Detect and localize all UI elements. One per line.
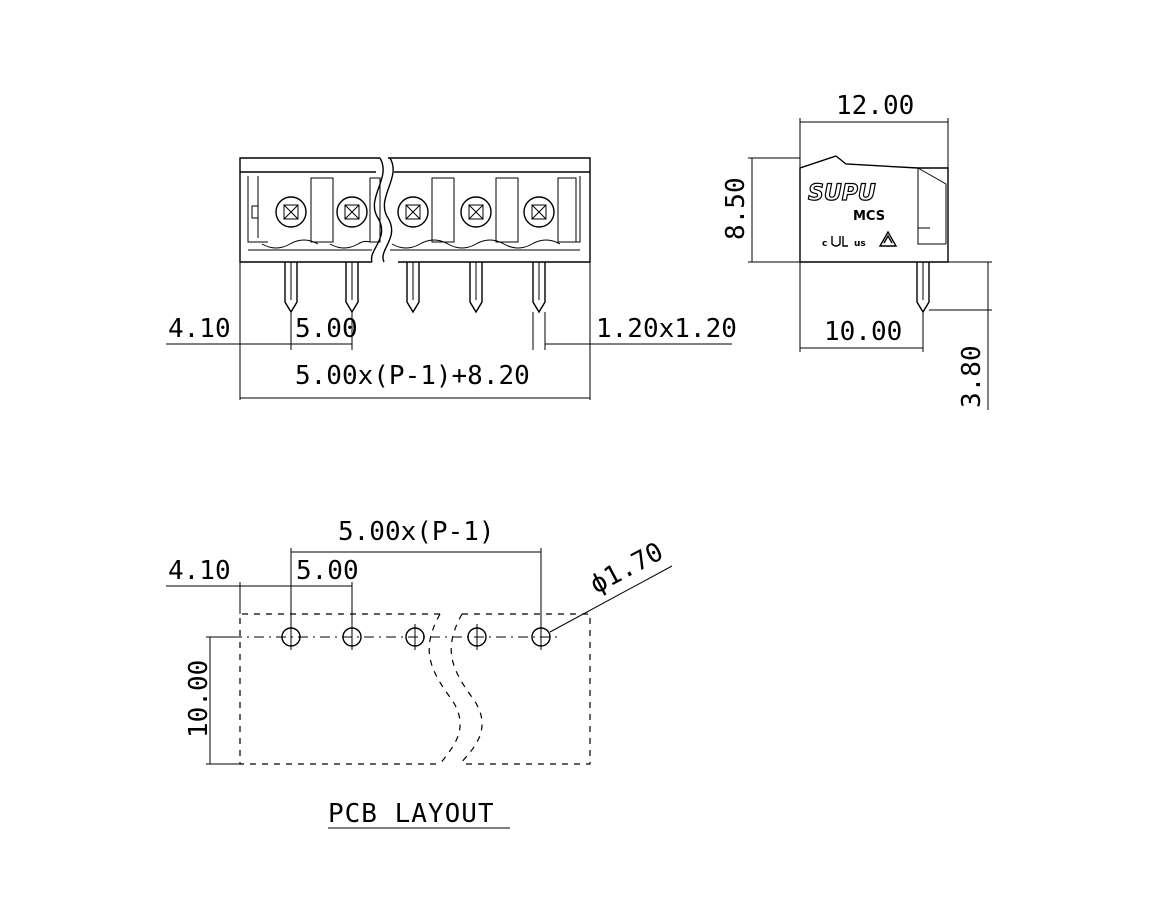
front-screws (275, 196, 555, 228)
pcb-layout: 5.00x(P-1) 4.10 5.00 ϕ1.70 10.00 PCB LAY… (166, 517, 673, 829)
dim-side-width: 12.00 (836, 91, 914, 121)
pcb-layout-title: PCB LAYOUT (328, 799, 495, 829)
screw-1 (275, 196, 307, 228)
pcb-outline (239, 613, 591, 765)
front-dimensions: 4.10 5.00 1.20x1.20 5.00x(P-1)+8.20 (166, 262, 737, 400)
certification-marks: c us (822, 230, 898, 249)
dim-offset-4-10: 4.10 (168, 314, 231, 344)
svg-text:c: c (822, 239, 827, 249)
dim-pcb-depth: 10.00 (184, 660, 214, 738)
pin-3 (406, 262, 420, 314)
front-pins (284, 262, 546, 314)
dim-side-base: 10.00 (824, 317, 902, 347)
side-housing (799, 155, 949, 263)
side-pin (916, 262, 930, 314)
dim-pcb-span: 5.00x(P-1) (338, 517, 495, 547)
dim-pin-length: 3.80 (957, 345, 987, 408)
brand-logo: SUPU (808, 181, 876, 206)
front-view: 4.10 5.00 1.20x1.20 5.00x(P-1)+8.20 (166, 157, 737, 400)
screw-2 (336, 196, 368, 228)
screw-4 (460, 196, 492, 228)
screw-3 (397, 196, 429, 228)
dim-pitch-5-00: 5.00 (295, 314, 358, 344)
pcb-dimensions: 5.00x(P-1) 4.10 5.00 ϕ1.70 10.00 (166, 517, 673, 765)
pin-4 (469, 262, 483, 314)
dim-pcb-offset: 4.10 (168, 556, 231, 586)
side-dimensions: 12.00 8.50 10.00 3.80 (721, 91, 992, 410)
front-housing (239, 157, 591, 263)
dim-pin-size: 1.20x1.20 (596, 314, 737, 344)
side-view: SUPU MCS c us 12.00 8.50 10.00 3.80 (721, 91, 992, 410)
dim-total-length: 5.00x(P-1)+8.20 (295, 361, 530, 391)
ul-mark-icon (831, 236, 848, 247)
model-label: MCS (853, 209, 885, 224)
triangle-mark-icon (878, 230, 898, 247)
dim-side-height: 8.50 (721, 177, 751, 240)
pin-5 (532, 262, 546, 314)
svg-text:us: us (854, 239, 866, 249)
screw-5 (523, 196, 555, 228)
dim-pcb-pitch: 5.00 (296, 556, 359, 586)
